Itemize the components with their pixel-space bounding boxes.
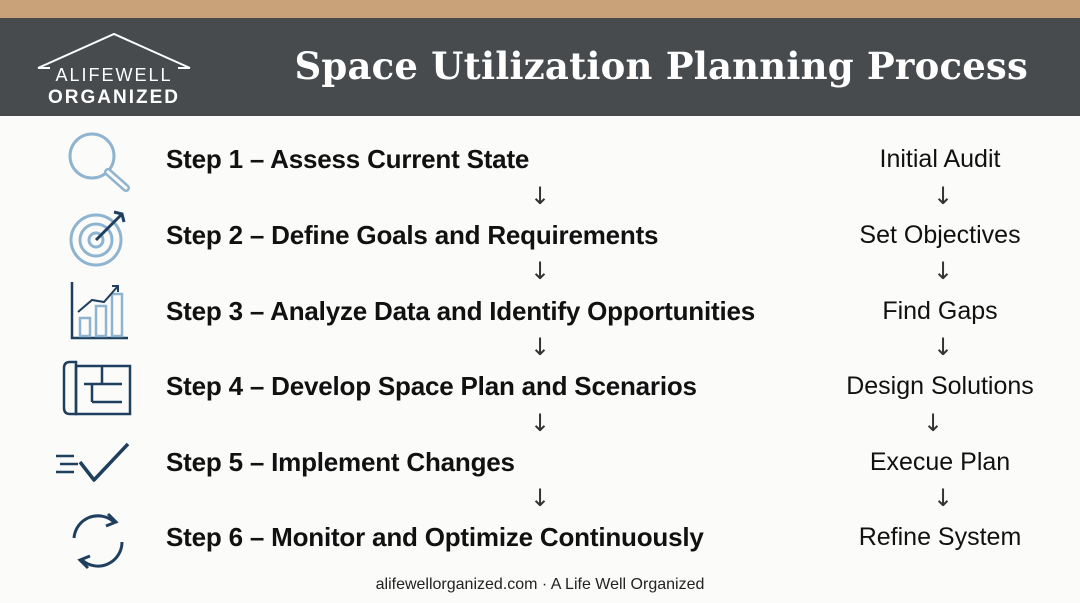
step-1-side-label: Initial Audit <box>879 145 1001 173</box>
flow-arrow: ↓ <box>529 257 551 285</box>
accent-stripe <box>0 0 1080 18</box>
step-3-side-label: Find Gaps <box>882 297 998 325</box>
magnifying-glass-icon <box>52 130 144 194</box>
logo-text-line1: ALIFEWELL <box>55 65 173 85</box>
side-flow-arrow: ↓ <box>932 484 954 512</box>
house-roof-icon <box>37 32 191 69</box>
checkmark-icon <box>52 432 144 496</box>
side-flow-arrow: ↓ <box>932 257 954 285</box>
step-4-side-label: Design Solutions <box>846 372 1034 400</box>
step-3-label: Step 3 – Analyze Data and Identify Oppor… <box>166 296 755 326</box>
bar-chart-icon <box>52 280 144 344</box>
page-title: Space Utilization Planning Process <box>294 44 1028 88</box>
refresh-icon <box>52 508 144 572</box>
step-5-side-label: Execue Plan <box>869 448 1011 476</box>
side-flow-arrow: ↓ <box>932 333 954 361</box>
target-icon <box>52 206 144 270</box>
step-1-label: Step 1 – Assess Current State <box>166 144 530 174</box>
flow-arrow: ↓ <box>529 409 551 437</box>
step-6-label: Step 6 – Monitor and Optimize Continuous… <box>166 522 704 552</box>
flow-arrow: ↓ <box>529 333 551 361</box>
step-2-label: Step 2 – Define Goals and Requirements <box>166 220 659 250</box>
logo[interactable]: ALIFEWELL ORGANIZED <box>30 32 200 112</box>
flow-arrow: ↓ <box>529 484 551 512</box>
floor-plan-icon <box>52 356 144 420</box>
header-bar: ALIFEWELL ORGANIZED Space Utilization Pl… <box>0 18 1080 116</box>
footer-text[interactable]: alifewellorganized.com · A Life Well Org… <box>375 576 705 593</box>
step-4-label: Step 4 – Develop Space Plan and Scenario… <box>166 371 697 401</box>
logo-text-line2: ORGANIZED <box>48 87 180 108</box>
side-flow-arrow: ↓ <box>932 182 954 210</box>
step-6-side-label: Refine System <box>858 523 1022 551</box>
flow-arrow: ↓ <box>529 182 551 210</box>
step-5-label: Step 5 – Implement Changes <box>166 447 515 477</box>
side-flow-arrow: ↓ <box>922 409 944 437</box>
step-2-side-label: Set Objectives <box>859 221 1021 249</box>
